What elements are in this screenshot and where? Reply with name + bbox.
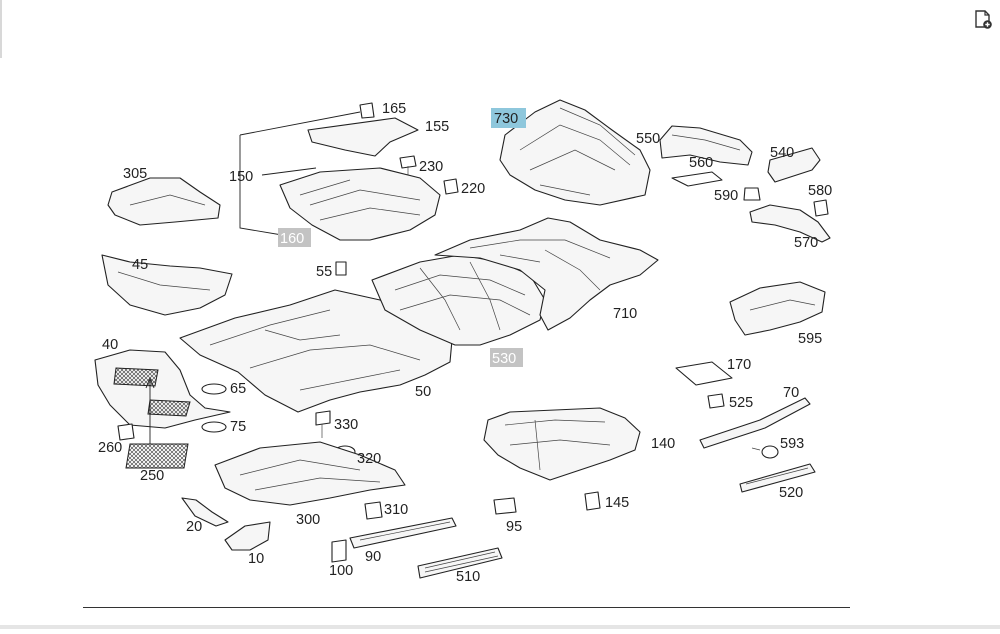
callout-145[interactable]: 145 <box>605 495 629 511</box>
callout-593[interactable]: 593 <box>780 436 804 452</box>
part-593-shape <box>751 445 779 459</box>
part-250-net-lower <box>125 443 189 469</box>
callout-570[interactable]: 570 <box>794 235 818 251</box>
highlight-530 <box>490 348 523 367</box>
part-50-shape <box>179 289 453 413</box>
callout-40[interactable]: 40 <box>102 337 118 353</box>
part-330-shape <box>315 410 331 438</box>
callout-20[interactable]: 20 <box>186 519 202 535</box>
part-310-shape <box>364 501 383 520</box>
part-155-shape <box>307 117 419 157</box>
bottom-divider <box>83 607 850 608</box>
callout-320[interactable]: 320 <box>357 451 381 467</box>
callout-45[interactable]: 45 <box>132 257 148 273</box>
callout-590[interactable]: 590 <box>714 188 738 204</box>
callout-160[interactable]: 160 <box>280 231 304 247</box>
callout-230[interactable]: 230 <box>419 159 443 175</box>
part-550-shape <box>659 125 753 166</box>
part-710-shape <box>434 217 659 331</box>
callout-65[interactable]: 65 <box>230 381 246 397</box>
part-560-shape <box>671 171 723 187</box>
part-45-shape <box>101 254 233 316</box>
callout-95[interactable]: 95 <box>506 519 522 535</box>
part-10-shape <box>224 521 271 551</box>
callout-220[interactable]: 220 <box>461 181 485 197</box>
part-220-shape <box>443 178 459 195</box>
callout-100[interactable]: 100 <box>329 563 353 579</box>
part-595-shape <box>729 281 826 336</box>
callout-55[interactable]: 55 <box>316 264 332 280</box>
part-55-shape <box>335 261 347 276</box>
part-75-shape <box>201 421 227 433</box>
arrow-250 <box>145 376 155 444</box>
callout-540[interactable]: 540 <box>770 145 794 161</box>
part-510-shape <box>417 547 503 579</box>
callout-260[interactable]: 260 <box>98 440 122 456</box>
part-540-shape <box>767 147 821 183</box>
callout-510[interactable]: 510 <box>456 569 480 585</box>
part-520-shape <box>739 463 816 493</box>
callout-300[interactable]: 300 <box>296 512 320 528</box>
part-95-shape <box>493 497 517 515</box>
callout-730[interactable]: 730 <box>494 111 518 127</box>
part-730-shape <box>499 99 651 206</box>
callout-580[interactable]: 580 <box>808 183 832 199</box>
callout-165[interactable]: 165 <box>382 101 406 117</box>
part-260-shape <box>117 423 135 441</box>
callout-70[interactable]: 70 <box>783 385 799 401</box>
callout-530[interactable]: 530 <box>492 351 516 367</box>
part-580-shape <box>813 199 829 217</box>
part-305-shape <box>107 177 221 226</box>
callout-90[interactable]: 90 <box>365 549 381 565</box>
callout-155[interactable]: 155 <box>425 119 449 135</box>
part-300-shape <box>214 441 406 506</box>
callout-595[interactable]: 595 <box>798 331 822 347</box>
part-230-shape <box>399 155 417 182</box>
callout-75[interactable]: 75 <box>230 419 246 435</box>
callout-170[interactable]: 170 <box>727 357 751 373</box>
part-250-net-upper <box>113 367 159 387</box>
callout-10[interactable]: 10 <box>248 551 264 567</box>
callout-305[interactable]: 305 <box>123 166 147 182</box>
callout-140[interactable]: 140 <box>651 436 675 452</box>
part-570-shape <box>749 204 831 243</box>
part-170-shape <box>675 361 733 386</box>
callout-50[interactable]: 50 <box>415 384 431 400</box>
part-140-shape <box>483 407 641 481</box>
part-100-shape <box>331 539 347 563</box>
callout-525[interactable]: 525 <box>729 395 753 411</box>
document-add-icon[interactable] <box>972 8 994 30</box>
bracket-150 <box>239 111 361 236</box>
part-590-shape <box>743 187 761 201</box>
callout-330[interactable]: 330 <box>334 417 358 433</box>
highlight-730 <box>491 108 526 128</box>
callout-520[interactable]: 520 <box>779 485 803 501</box>
bottom-band <box>0 625 1000 629</box>
left-panel-edge <box>0 0 2 58</box>
part-250-net-mid <box>147 399 191 417</box>
part-165-shape <box>359 102 375 119</box>
part-70-shape <box>699 397 811 449</box>
part-90-shape <box>349 517 457 549</box>
callout-560[interactable]: 560 <box>689 155 713 171</box>
callout-550[interactable]: 550 <box>636 131 660 147</box>
part-145-shape <box>584 491 601 511</box>
callout-310[interactable]: 310 <box>384 502 408 518</box>
part-65-shape <box>201 383 227 395</box>
callout-710[interactable]: 710 <box>613 306 637 322</box>
callout-150[interactable]: 150 <box>229 169 253 185</box>
highlight-160 <box>278 228 311 247</box>
callout-250[interactable]: 250 <box>140 468 164 484</box>
part-525-shape <box>707 393 725 409</box>
part-160-shape <box>279 167 441 241</box>
part-20-shape <box>181 497 229 527</box>
